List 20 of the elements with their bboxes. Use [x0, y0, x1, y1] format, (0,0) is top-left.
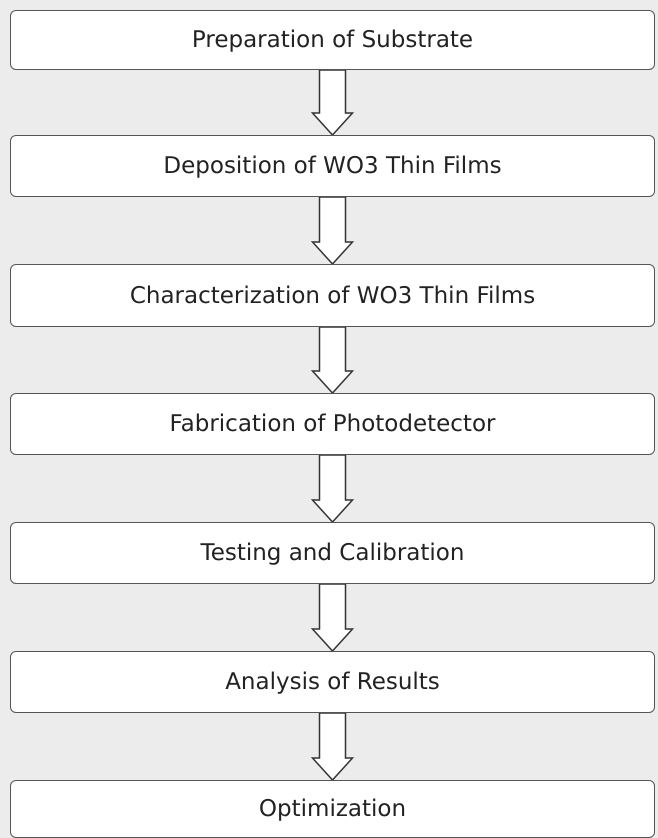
step-label: Fabrication of Photodetector	[170, 411, 496, 437]
process-box	[10, 264, 655, 327]
arrow	[310, 69, 354, 136]
process-box	[10, 522, 655, 584]
process-box	[10, 651, 655, 713]
step-label: Testing and Calibration	[200, 540, 464, 566]
process-box	[10, 780, 655, 838]
step-label: Optimization	[258, 796, 406, 822]
process-box	[10, 393, 655, 455]
step-label: Preparation of Substrate	[192, 27, 474, 53]
arrow	[310, 196, 354, 266]
step-label: Deposition of WO3 Thin Films	[163, 153, 502, 179]
arrow	[310, 454, 354, 524]
arrow	[310, 712, 354, 782]
process-box	[10, 135, 655, 197]
arrow	[310, 583, 354, 652]
arrow	[310, 326, 354, 394]
step-label: Analysis of Results	[225, 669, 440, 695]
process-box	[10, 10, 655, 70]
step-label: Characterization of WO3 Thin Films	[130, 282, 536, 308]
